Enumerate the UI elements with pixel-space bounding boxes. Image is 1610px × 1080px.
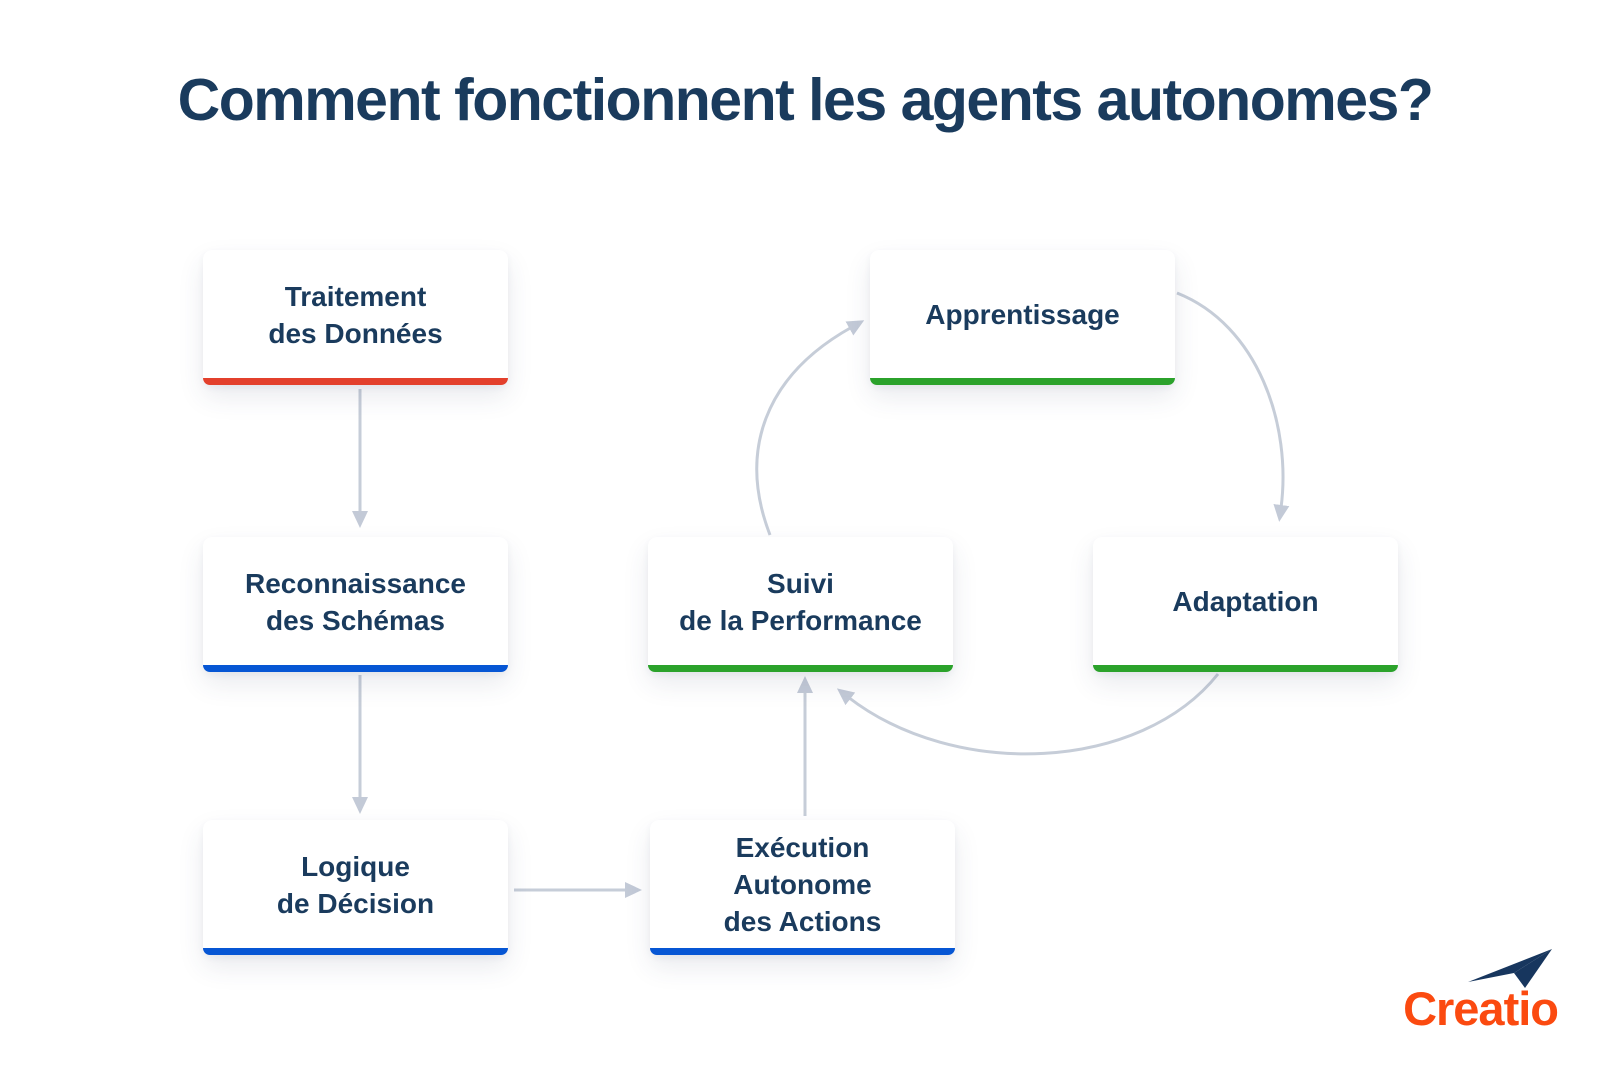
node-suivi-de-la-performance: Suivi de la Performance	[648, 537, 953, 672]
node-apprentissage: Apprentissage	[870, 250, 1175, 385]
node-logique-de-decision: Logique de Décision	[203, 820, 508, 955]
node-label: Apprentissage	[925, 299, 1120, 330]
edge-apprentissage-to-adaptation	[1176, 291, 1290, 522]
edge-suivi-to-apprentissage	[755, 320, 865, 536]
node-reconnaissance-des-schemas: Reconnaissance des Schémas	[203, 537, 508, 672]
node-label: des Schémas	[266, 604, 445, 636]
node-label: Adaptation	[1172, 586, 1319, 617]
accent-underline	[1093, 665, 1398, 672]
node-label: des Données	[268, 317, 443, 349]
accent-underline	[648, 665, 953, 672]
node-traitement-des-donnees: Traitement des Données	[203, 250, 508, 385]
node-label: Suivi	[767, 567, 834, 599]
node-label: de Décision	[276, 887, 435, 919]
creatio-logo: Creatio	[1383, 946, 1559, 1036]
page-title: Comment fonctionnent les agents autonome…	[177, 67, 1434, 133]
node-execution-autonome-des-actions: Exécution Autonome des Actions	[650, 820, 955, 955]
edge-adaptation-to-suivi	[836, 673, 1220, 756]
node-label: Traitement	[284, 280, 427, 312]
node-label: de la Performance	[679, 604, 922, 636]
accent-underline	[203, 665, 508, 672]
node-label: Logique	[301, 850, 410, 882]
creatio-wordmark: Creatio	[1403, 982, 1559, 1035]
node-label: Exécution	[735, 832, 870, 863]
paper-plane-icon	[1468, 949, 1552, 988]
node-label: Autonome	[733, 869, 872, 900]
accent-underline	[203, 378, 508, 385]
accent-underline	[203, 948, 508, 955]
node-adaptation: Adaptation	[1093, 537, 1398, 672]
accent-underline	[650, 948, 955, 955]
node-label: des Actions	[723, 906, 882, 937]
node-label: Reconnaissance	[245, 567, 466, 599]
accent-underline	[870, 378, 1175, 385]
